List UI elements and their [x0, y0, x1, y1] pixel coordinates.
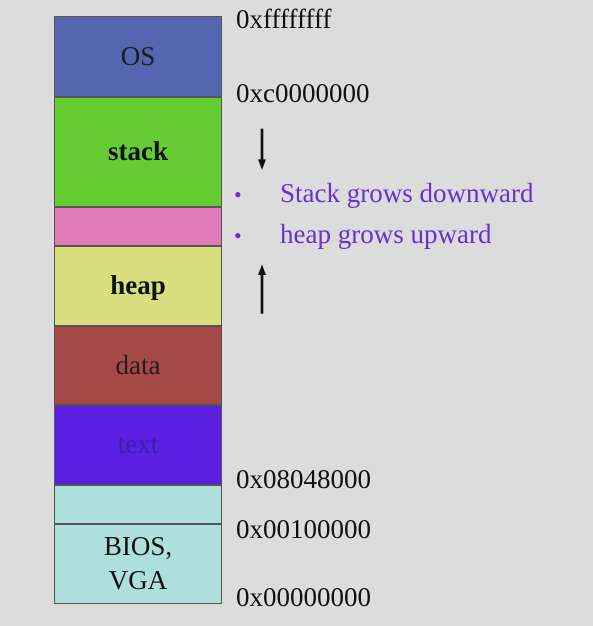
segment-bios-line2: VGA — [108, 565, 168, 595]
segment-data: data — [54, 326, 222, 405]
segment-stack: stack — [54, 97, 222, 207]
note-heap-direction: • heap grows upward — [234, 219, 533, 260]
address-zero: 0x00000000 — [236, 582, 371, 612]
segment-heap-label: heap — [110, 270, 166, 301]
segment-bios-vga-label: BIOS, VGA — [104, 530, 172, 598]
growth-notes: • Stack grows downward • heap grows upwa… — [234, 178, 533, 260]
segment-stack-label: stack — [108, 136, 168, 167]
segment-bios-vga: BIOS, VGA — [54, 524, 222, 604]
address-top: 0xffffffff — [236, 4, 332, 34]
segment-free-space — [54, 207, 222, 246]
note-stack-direction: • Stack grows downward — [234, 178, 533, 219]
bullet-icon: • — [234, 182, 242, 207]
segment-text-label: text — [117, 429, 159, 460]
address-text-start: 0x08048000 — [236, 464, 371, 494]
segment-os: OS — [54, 16, 222, 97]
segment-bios-line1: BIOS, — [103, 531, 173, 562]
note-heap-direction-text: heap grows upward — [280, 219, 492, 249]
segment-heap: heap — [54, 246, 222, 326]
segment-data-label: data — [115, 349, 161, 380]
address-kernel-base: 0xc0000000 — [236, 78, 370, 108]
note-stack-direction-text: Stack grows downward — [280, 178, 534, 208]
segment-text: text — [54, 405, 222, 485]
address-extended-memory: 0x00100000 — [236, 514, 371, 544]
arrow-down-icon — [258, 128, 266, 170]
segment-os-label: OS — [120, 40, 156, 71]
arrow-up-icon — [258, 264, 266, 314]
segment-low-memory — [54, 485, 222, 524]
bullet-icon: • — [234, 223, 242, 248]
